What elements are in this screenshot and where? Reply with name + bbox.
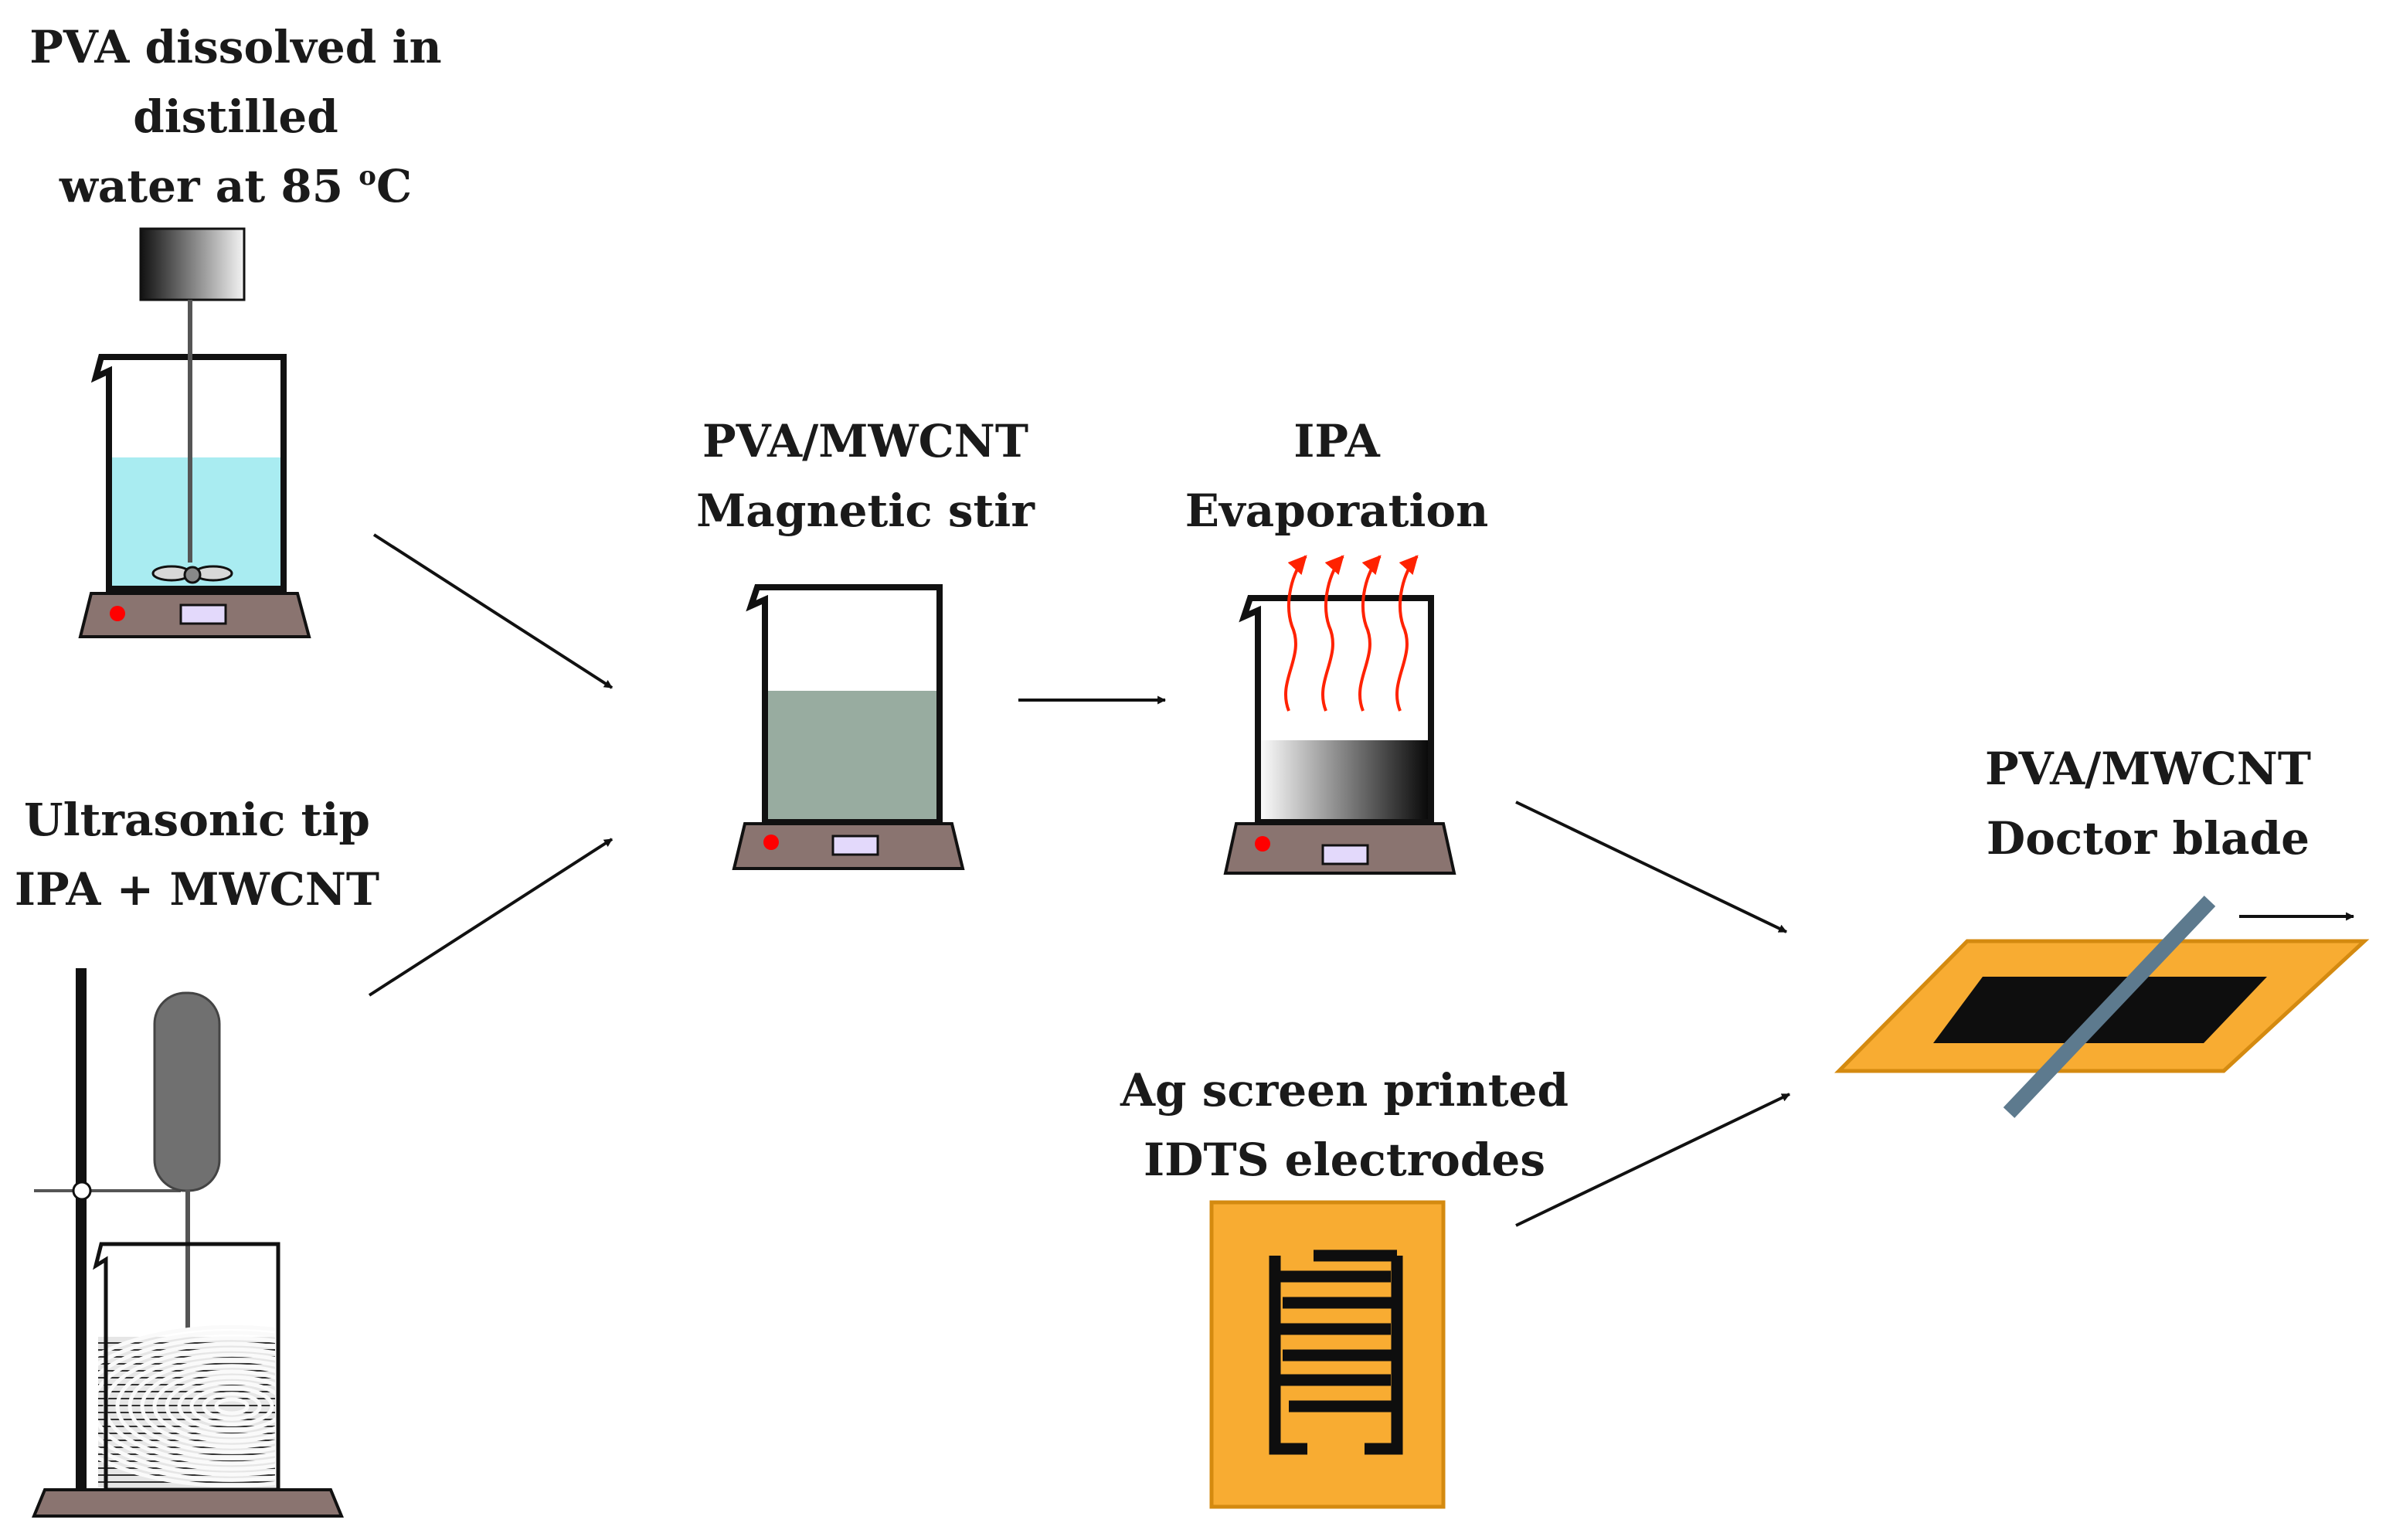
beaker-outline (90, 354, 287, 592)
stand-base (32, 1488, 344, 1518)
label-stir-line2: Magnetic stir (696, 484, 1035, 537)
label-ultrasonic: Ultrasonic tip IPA + MWCNT (0, 785, 394, 924)
label-evap-line2: Evaporation (1185, 484, 1489, 537)
label-ag-line2: IDTS electrodes (1144, 1134, 1545, 1186)
steam-arrows (1283, 555, 1419, 712)
label-ag-line1: Ag screen printed (1120, 1064, 1569, 1117)
hotplate-display (179, 603, 227, 625)
stirrer-shaft (188, 300, 192, 563)
ultrasonic-setup (32, 968, 344, 1518)
stirrer-beaker-water (78, 227, 311, 638)
label-evaporation: IPA Evaporation (1174, 406, 1499, 546)
label-pva-degree: o (359, 161, 376, 192)
evaporation-beaker (1223, 555, 1456, 875)
stand-rod (76, 968, 87, 1508)
idts-electrode (1209, 1200, 1446, 1509)
label-evap-line1: IPA (1293, 415, 1380, 467)
mixture-liquid (765, 691, 936, 821)
residue-gradient (1258, 740, 1428, 821)
label-magnetic-stir: PVA/MWCNT Magnetic stir (680, 406, 1051, 546)
arrow-ultrasonic-to-stir (368, 838, 613, 997)
doctor-blade-coating (1834, 896, 2370, 1118)
hotplate3-display (831, 835, 879, 856)
propeller (151, 565, 233, 584)
arrow-electrode-to-coating (1515, 1093, 1790, 1227)
hotplate4-display (1321, 844, 1369, 865)
arrow-water-to-stir (372, 533, 613, 689)
label-pva-line3-text: water at 85 (59, 160, 359, 212)
magnetic-stir-beaker (732, 584, 965, 870)
label-pva-unit: C (376, 160, 413, 212)
label-pva-line3: water at 85 oC (23, 151, 448, 221)
indicator4-light (1255, 836, 1270, 852)
interdigitated-pattern (1269, 1249, 1403, 1455)
doctor-blade (2003, 896, 2216, 1118)
stirrer-motor (139, 227, 246, 301)
indicator3-light (763, 835, 779, 850)
label-ag-electrodes: Ag screen printed IDTS electrodes (1113, 1056, 1576, 1195)
label-doctor-line1: PVA/MWCNT (1985, 743, 2311, 795)
label-ultrasonic-line1: Ultrasonic tip (24, 794, 370, 846)
label-pva-dissolved: PVA dissolved in distilled water at 85 o… (23, 12, 448, 221)
label-pva-line1: PVA dissolved in (29, 21, 442, 73)
label-doctor-line2: Doctor blade (1986, 812, 2310, 865)
sonication-waves (98, 1324, 275, 1487)
water-liquid (109, 457, 280, 587)
process-arrows (368, 533, 1790, 1227)
ultrasonic-probe (153, 991, 221, 1192)
label-doctor-blade: PVA/MWCNT Doctor blade (1947, 734, 2349, 873)
label-ultrasonic-line2: IPA + MWCNT (14, 863, 380, 916)
indicator-light (110, 606, 125, 621)
label-pva-line2: distilled (133, 90, 338, 143)
arrow-evap-to-coating (1515, 801, 1787, 933)
label-stir-line1: PVA/MWCNT (702, 415, 1028, 467)
